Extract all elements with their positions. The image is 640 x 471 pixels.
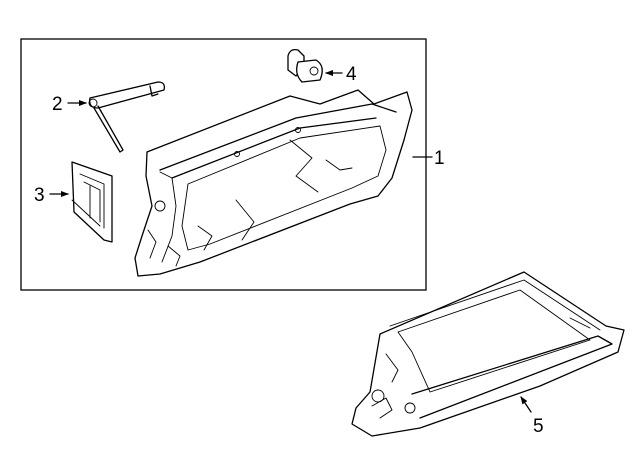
callout-5-leader <box>520 396 532 413</box>
lamp-switch[interactable] <box>287 48 323 83</box>
callout-4[interactable]: 4 <box>346 64 357 85</box>
mounting-bracket[interactable] <box>71 161 113 243</box>
assembly-frame <box>20 38 427 291</box>
glove-box-door-assembly[interactable] <box>134 89 413 277</box>
latch-pin[interactable] <box>88 81 166 153</box>
callout-3[interactable]: 3 <box>34 185 45 206</box>
callout-2[interactable]: 2 <box>52 94 63 115</box>
callout-5[interactable]: 5 <box>533 416 544 437</box>
glove-box-outer-panel[interactable] <box>351 271 625 437</box>
callout-1[interactable]: 1 <box>434 148 445 169</box>
